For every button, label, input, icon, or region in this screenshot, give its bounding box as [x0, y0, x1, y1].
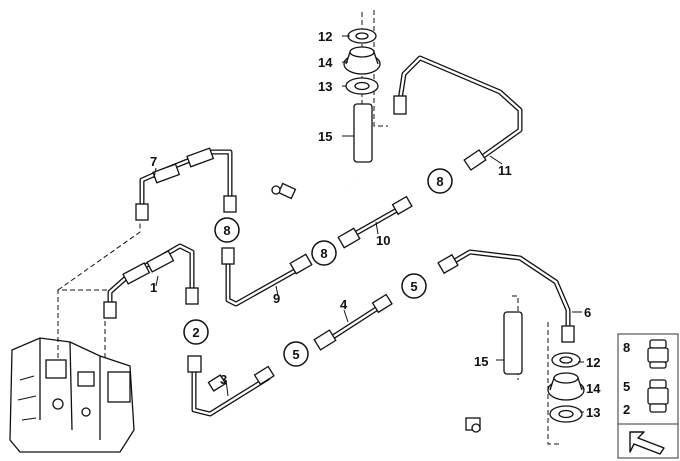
fitting-legend: 8 5 2 — [617, 333, 679, 425]
svg-text:5: 5 — [410, 279, 417, 294]
legend-fitting-5-2-icon — [647, 379, 669, 413]
callout-circle-8-right: 8 — [427, 168, 453, 194]
legend-fitting-8-icon — [647, 339, 669, 369]
callout-6: 6 — [584, 305, 591, 320]
callout-circle-8-middle: 8 — [311, 240, 337, 266]
callout-15-top: 15 — [318, 129, 332, 144]
brake-line-3 — [187, 355, 275, 417]
svg-text:5: 5 — [292, 347, 299, 362]
legend-label-2: 2 — [623, 402, 630, 417]
abs-unit-illustration — [9, 337, 135, 453]
callout-15-bottom: 15 — [474, 354, 488, 369]
brake-hose-15-bottom — [465, 295, 585, 445]
brake-hose-15-top — [271, 10, 388, 203]
legend-label-8: 8 — [623, 340, 630, 355]
connector-dashes-abs — [57, 215, 141, 358]
svg-text:8: 8 — [436, 174, 443, 189]
callout-circle-2: 2 — [183, 319, 209, 345]
arrow-icon — [629, 431, 665, 455]
navigation-arrow-box[interactable] — [617, 423, 679, 459]
svg-text:2: 2 — [192, 325, 199, 340]
callout-11: 11 — [498, 163, 512, 178]
callout-14-top: 14 — [318, 55, 333, 70]
brake-line-7 — [135, 147, 237, 221]
callout-3: 3 — [220, 372, 227, 387]
brake-line-11 — [393, 55, 523, 171]
svg-text:8: 8 — [223, 223, 230, 238]
svg-text:8: 8 — [320, 246, 327, 261]
legend-label-5: 5 — [623, 379, 630, 394]
callout-circle-8-left: 8 — [214, 217, 240, 243]
callout-14-bottom: 14 — [586, 381, 601, 396]
brake-line-10 — [337, 195, 413, 249]
leader-lines — [153, 35, 584, 413]
brake-line-6 — [437, 249, 575, 343]
callout-10: 10 — [376, 233, 390, 248]
callout-12-top: 12 — [318, 29, 332, 44]
callout-12-bottom: 12 — [586, 355, 600, 370]
callout-circle-5-left: 5 — [283, 341, 309, 367]
callout-4: 4 — [340, 297, 348, 312]
callout-7: 7 — [150, 154, 157, 169]
brake-line-9 — [221, 247, 313, 307]
brake-line-1 — [103, 243, 199, 319]
callout-13-bottom: 13 — [586, 405, 600, 420]
callout-9: 9 — [273, 291, 280, 306]
callout-13-top: 13 — [318, 79, 332, 94]
callout-1: 1 — [150, 280, 157, 295]
brake-line-4 — [313, 293, 393, 351]
callout-circle-5-right: 5 — [401, 273, 427, 299]
